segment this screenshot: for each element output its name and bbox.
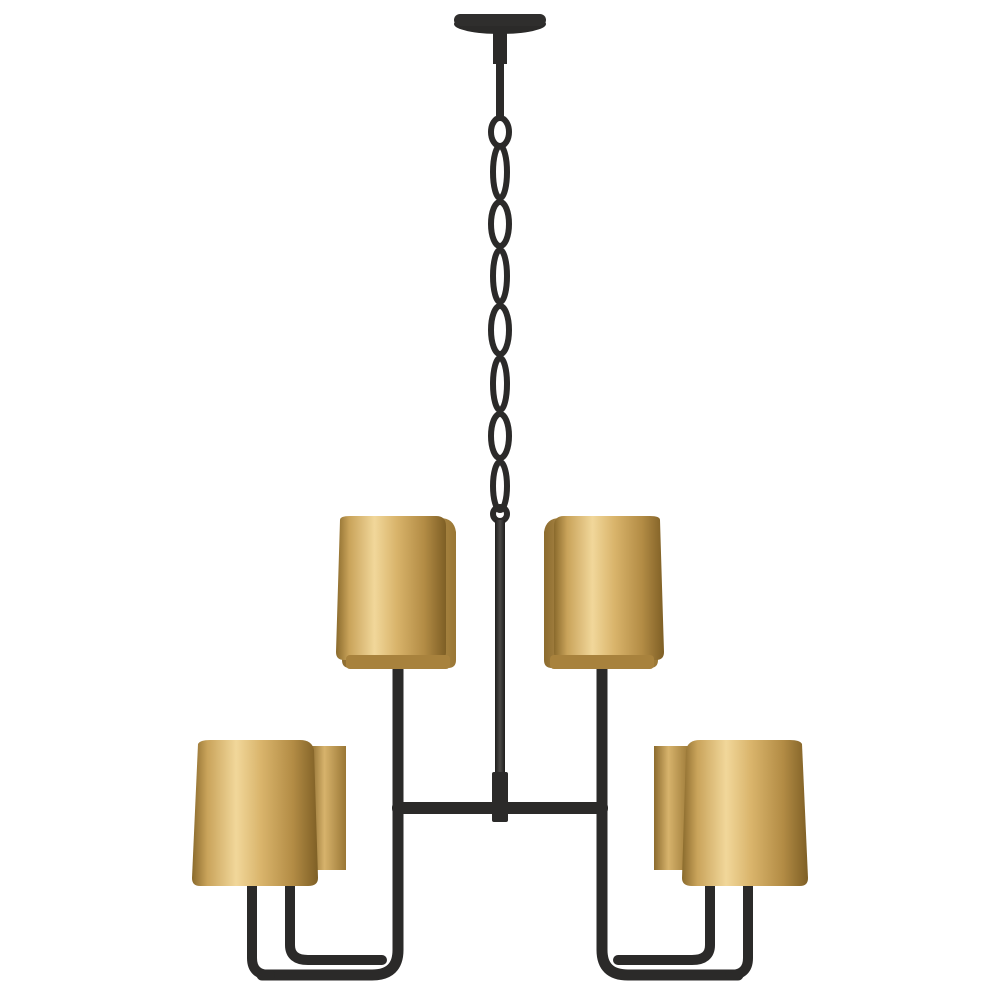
center-stem xyxy=(392,520,608,822)
shade-lower-right-front xyxy=(682,740,808,886)
shade-upper-left xyxy=(336,516,456,669)
shade-lower-right-back xyxy=(654,746,690,870)
shade-lower-left-back xyxy=(310,746,346,870)
chain xyxy=(488,115,512,524)
shade-lower-left-front xyxy=(192,740,318,886)
ceiling-canopy xyxy=(454,14,546,120)
upper-arms xyxy=(256,654,744,981)
shade-upper-right xyxy=(544,516,664,669)
lower-arms xyxy=(247,875,753,980)
